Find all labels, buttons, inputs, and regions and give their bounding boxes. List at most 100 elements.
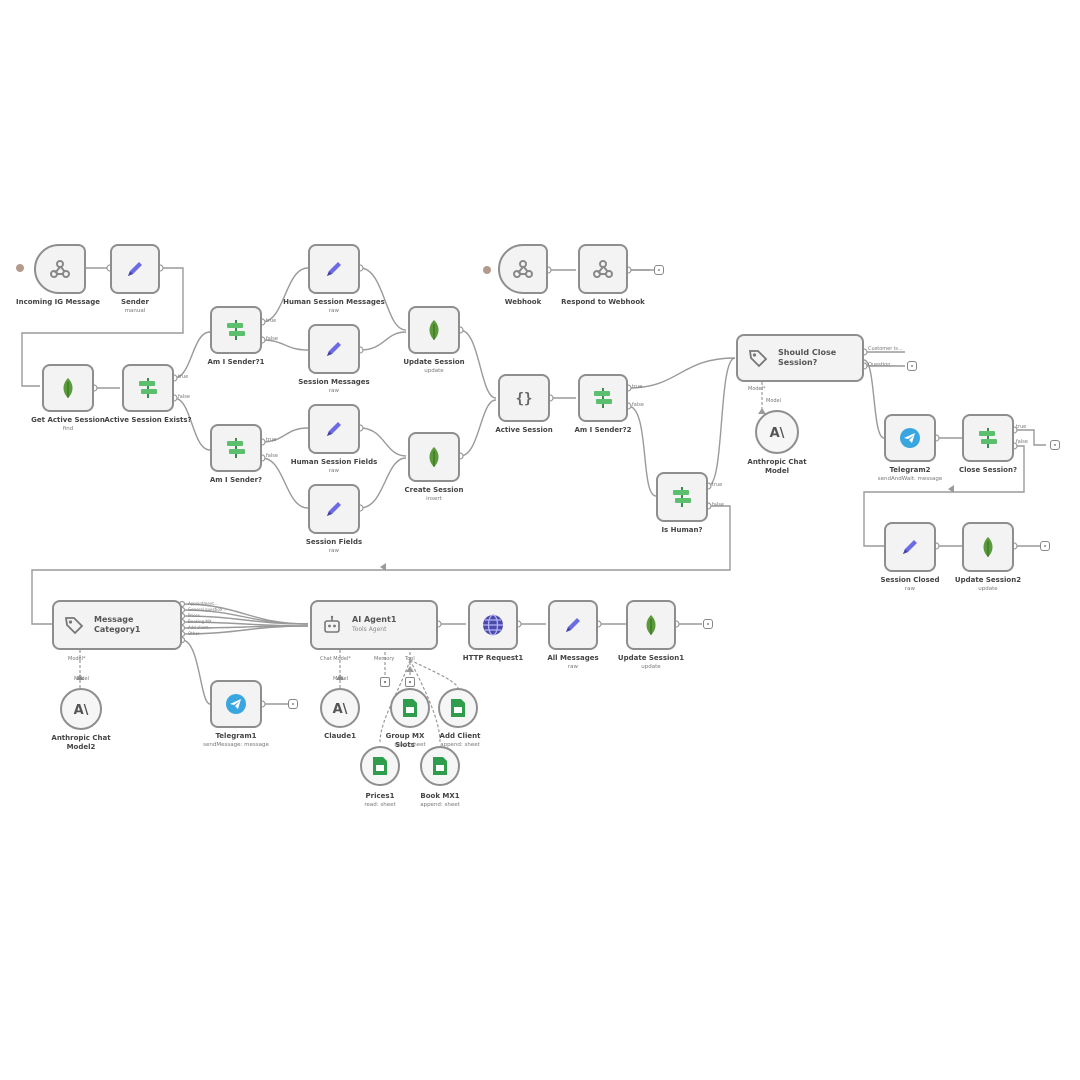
- telegram1-sub: sendMessage: message: [203, 742, 269, 748]
- message-category-label: Message Category1: [94, 615, 141, 634]
- am-i-sender-2-label: Am I Sender?2: [574, 426, 632, 434]
- anthropic-chat-model-node[interactable]: A\: [755, 410, 799, 454]
- switch-icon: [670, 486, 694, 508]
- true-port-label: true: [632, 384, 643, 390]
- leaf-icon: [424, 445, 444, 469]
- get-active-session-node[interactable]: [42, 364, 94, 412]
- incoming-ig-message-node[interactable]: [34, 244, 86, 294]
- anthropic-icon: A\: [70, 701, 92, 717]
- pencil-icon: [123, 257, 147, 281]
- human-session-messages-node[interactable]: [308, 244, 360, 294]
- session-fields-node[interactable]: [308, 484, 360, 534]
- model-sub-port-label: Model: [333, 676, 349, 682]
- am-i-sender-node[interactable]: [210, 424, 262, 472]
- http-request-node[interactable]: [468, 600, 518, 650]
- end-of-branch-icon: [907, 361, 917, 371]
- true-port-label: true: [266, 318, 277, 324]
- telegram1-node[interactable]: [210, 680, 262, 728]
- am-i-sender-1-label: Am I Sender?1: [207, 358, 265, 366]
- session-closed-node[interactable]: [884, 522, 936, 572]
- switch-icon: [224, 437, 248, 459]
- add-client-sub: append: sheet: [440, 742, 480, 748]
- close-session-label: Close Session?: [958, 466, 1018, 474]
- model-port-label: Model*: [68, 656, 86, 662]
- update-session-node[interactable]: [408, 306, 460, 354]
- update-session1-sub: update: [641, 664, 661, 670]
- anthropic-chat-model2-node[interactable]: A\: [60, 688, 102, 730]
- is-human-node[interactable]: [656, 472, 708, 522]
- create-session-node[interactable]: [408, 432, 460, 482]
- braces-icon: {}: [512, 387, 536, 409]
- am-i-sender-2-node[interactable]: [578, 374, 628, 422]
- cat-out2-label: General question...: [188, 607, 227, 612]
- svg-text:A\: A\: [74, 703, 89, 717]
- switch-icon: [976, 427, 1000, 449]
- end-of-branch-icon: [654, 265, 664, 275]
- pencil-icon: [322, 497, 346, 521]
- true-port-label: true: [178, 374, 189, 380]
- memory-port-label: Memory: [374, 656, 395, 662]
- create-session-label: Create Session: [404, 486, 464, 494]
- ai-agent-sub: Tools Agent: [352, 626, 387, 633]
- book-mx-label: Book MX1: [420, 792, 460, 800]
- webhook-node[interactable]: [498, 244, 548, 294]
- pencil-icon: [561, 613, 585, 637]
- session-fields-label: Session Fields: [305, 538, 363, 546]
- should-close-session-label: Should Close Session?: [778, 348, 837, 367]
- cat-out6-label: Other: [188, 631, 200, 636]
- add-memory-icon[interactable]: [380, 677, 390, 687]
- telegram2-node[interactable]: [884, 414, 936, 462]
- message-category-node[interactable]: Message Category1: [52, 600, 182, 650]
- svg-text:A\: A\: [333, 702, 348, 716]
- active-session-exists-node[interactable]: [122, 364, 174, 412]
- prices1-node[interactable]: [360, 746, 400, 786]
- session-messages-sub: raw: [328, 388, 340, 394]
- anthropic-chat-model-label: Anthropic Chat Model: [747, 458, 807, 475]
- svg-text:{}: {}: [516, 391, 533, 407]
- svg-text:A\: A\: [770, 426, 785, 440]
- claude1-label: Claude1: [324, 732, 356, 740]
- should-close-out2-label: Question...: [868, 362, 896, 368]
- leaf-icon: [58, 376, 78, 400]
- true-port-label: true: [712, 482, 723, 488]
- true-port-label: true: [266, 437, 277, 443]
- sender-sub: manual: [124, 308, 146, 314]
- get-active-session-label: Get Active Session: [31, 416, 105, 424]
- active-session-node[interactable]: {}: [498, 374, 550, 422]
- add-client-node[interactable]: [438, 688, 478, 728]
- sender-label: Sender: [121, 298, 149, 306]
- human-session-fields-node[interactable]: [308, 404, 360, 454]
- sheet-icon: [372, 756, 388, 776]
- telegram2-label: Telegram2: [889, 466, 931, 474]
- respond-to-webhook-node[interactable]: [578, 244, 628, 294]
- active-session-label: Active Session: [495, 426, 553, 434]
- sender-node[interactable]: [110, 244, 160, 294]
- http-request-label: HTTP Request1: [462, 654, 524, 662]
- claude1-node[interactable]: A\: [320, 688, 360, 728]
- update-session1-node[interactable]: [626, 600, 676, 650]
- all-messages-sub: raw: [567, 664, 579, 670]
- leaf-icon: [641, 613, 661, 637]
- update-session2-node[interactable]: [962, 522, 1014, 572]
- webhook-label: Webhook: [504, 298, 542, 306]
- model-port-label: Model*: [748, 386, 766, 392]
- am-i-sender-1-node[interactable]: [210, 306, 262, 354]
- cat-out4-label: Booking MX...: [188, 619, 216, 624]
- update-session2-sub: update: [978, 586, 998, 592]
- add-tool-icon[interactable]: [405, 677, 415, 687]
- book-mx-node[interactable]: [420, 746, 460, 786]
- all-messages-node[interactable]: [548, 600, 598, 650]
- session-closed-label: Session Closed: [880, 576, 940, 584]
- cat-out5-label: Add client...: [188, 625, 212, 630]
- should-close-session-node[interactable]: Should Close Session?: [736, 334, 864, 382]
- human-session-fields-label: Human Session Fields: [290, 458, 378, 466]
- session-messages-node[interactable]: [308, 324, 360, 374]
- webhook-icon: [511, 257, 535, 281]
- group-mx-slots-node[interactable]: [390, 688, 430, 728]
- active-session-exists-label: Active Session Exists?: [104, 416, 192, 424]
- book-mx-sub: append: sheet: [420, 802, 460, 808]
- ai-agent-label: AI Agent1: [352, 615, 397, 624]
- close-session-node[interactable]: [962, 414, 1014, 462]
